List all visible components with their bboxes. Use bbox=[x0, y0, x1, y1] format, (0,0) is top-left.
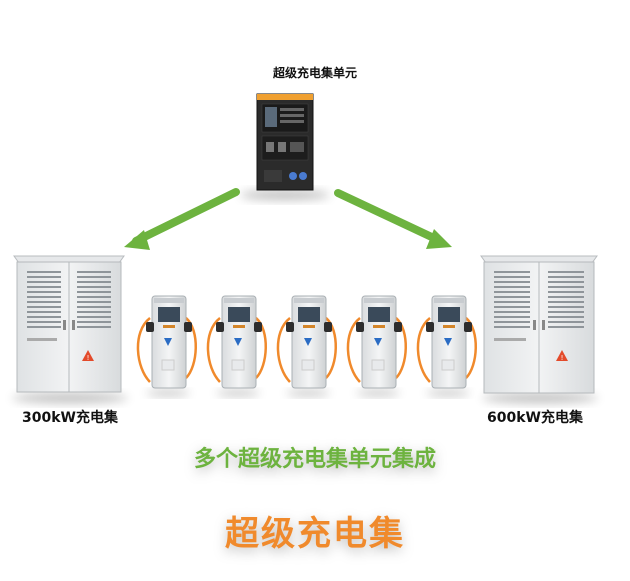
charging-pile-2 bbox=[206, 295, 267, 396]
brand-logo-icon bbox=[304, 338, 312, 346]
charging-unit-cabinet bbox=[240, 93, 330, 200]
cabinet-600kw: ! bbox=[480, 255, 598, 403]
label-600kw: 600kW充电集 bbox=[487, 410, 583, 426]
svg-text:!: ! bbox=[561, 354, 564, 362]
svg-text:!: ! bbox=[87, 354, 90, 362]
cabinet-300kw: ! bbox=[12, 255, 128, 403]
main-title: 超级充电集 bbox=[225, 514, 405, 554]
charging-pile-1 bbox=[136, 295, 197, 396]
charging-pile-5 bbox=[416, 295, 477, 396]
subtitle-integration: 多个超级充电集单元集成 bbox=[193, 447, 436, 472]
brand-logo-icon bbox=[444, 338, 452, 346]
brand-logo-icon bbox=[374, 338, 382, 346]
unit-label: 超级充电集单元 bbox=[272, 66, 357, 80]
charging-pile-3 bbox=[276, 295, 337, 396]
warning-triangle-icon: ! bbox=[556, 350, 568, 362]
charging-pile-4 bbox=[346, 295, 407, 396]
warning-triangle-icon: ! bbox=[82, 350, 94, 362]
brand-logo-icon bbox=[164, 338, 172, 346]
arrow-left-down-icon bbox=[124, 188, 240, 250]
label-300kw: 300kW充电集 bbox=[22, 410, 118, 426]
brand-logo-icon bbox=[234, 338, 242, 346]
arrow-right-down-icon bbox=[334, 189, 452, 249]
